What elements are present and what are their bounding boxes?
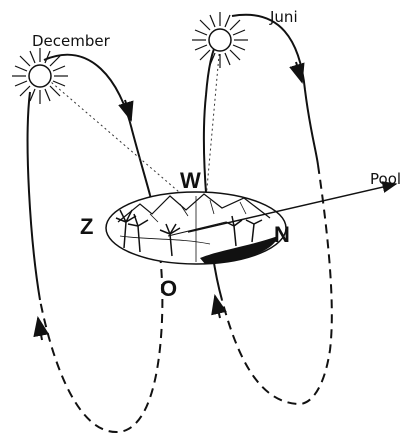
june-path-solid [231,13,319,166]
june-ray-line [204,43,221,211]
december-label: December [32,32,111,50]
direction-arrows [33,61,305,341]
december-arrow-top [118,99,134,122]
december-path-solid-lower [26,91,41,301]
december-arrow-bottom [33,316,50,341]
sun-icon [192,12,248,68]
june-arrow-bottom [211,294,227,319]
north-label: N [274,222,290,247]
sun-ray-lines [43,43,221,211]
pole-label: Pool [370,170,401,188]
june-arrow-top [289,61,305,84]
sun-icon [12,48,68,104]
south-label: Z [80,214,93,239]
december-ray-line [43,75,201,211]
pole-axis-arrow [187,181,398,233]
island-landscape-icon [105,191,287,265]
east-label: O [160,276,177,301]
june-path-dashed [221,164,333,406]
west-label: W [180,168,201,193]
june-label: Juni [269,8,298,26]
